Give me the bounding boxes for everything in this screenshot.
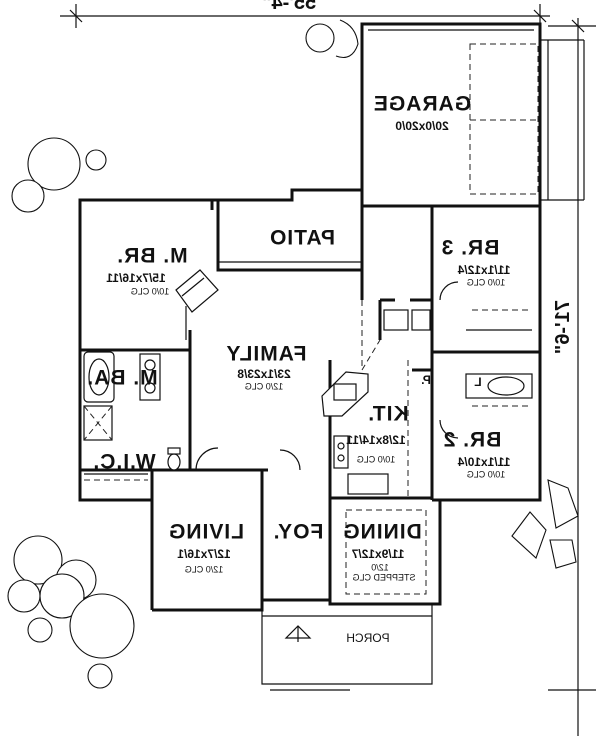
bedroom-2-size: 11/1x10/4 xyxy=(457,455,511,469)
room-label-walkin-closet: W.I.C. xyxy=(92,450,156,474)
bedroom-2-ceiling: 10/0 CLG xyxy=(466,469,506,480)
room-label-garage: GARAGE xyxy=(372,92,472,116)
pantry-label: P. xyxy=(421,373,431,387)
landscape-trees xyxy=(7,19,579,689)
room-label-dining: DINING xyxy=(342,520,422,544)
room-label-master-bedroom: M. BR. xyxy=(116,244,188,268)
dining-stepped-ceiling xyxy=(345,509,427,595)
kitchen-ceiling: 10/0 CLG xyxy=(356,454,396,465)
room-label-family: FAMILY xyxy=(225,342,307,366)
room-label-bedroom-3: BR. 3 xyxy=(440,236,500,260)
dining-ceiling: 12/0 xyxy=(371,562,389,573)
kitchen-size: 12/8x14/11 xyxy=(346,433,406,447)
door-swings xyxy=(195,281,459,471)
fireplace xyxy=(175,269,219,340)
room-label-porch: PORCH xyxy=(346,631,390,645)
room-label-living: LIVING xyxy=(167,520,245,544)
family-ceiling: 12/0 CLG xyxy=(244,381,284,392)
overall-width-dimension: 55'-4" xyxy=(262,0,317,14)
master-bedroom-ceiling: 10/0 CLG xyxy=(130,286,170,297)
overall-depth-dimension: 71'-6" xyxy=(552,300,574,355)
room-label-kitchen: KIT. xyxy=(367,402,409,426)
room-label-foyer: FOY. xyxy=(272,520,324,544)
dining-ceiling-note: STEPPED CLG xyxy=(352,572,416,583)
garage-outline xyxy=(360,22,585,206)
closet-rods xyxy=(465,309,533,407)
dimension-lines xyxy=(60,4,596,736)
bedroom-3-ceiling: 10/0 CLG xyxy=(466,277,506,288)
living-ceiling: 12/0 CLG xyxy=(184,564,224,575)
living-size: 12/7x16/1 xyxy=(177,547,231,561)
kitchen-fixtures xyxy=(321,300,431,496)
garage-size: 20/0x20/0 xyxy=(395,119,449,133)
porch-outline xyxy=(261,604,433,691)
master-bedroom-size: 15/7x16/11 xyxy=(106,271,166,285)
room-label-patio: PATIO xyxy=(268,226,336,250)
room-label-bedroom-2: BR. 2 xyxy=(442,428,502,452)
bedroom-3-size: 11/1x12/4 xyxy=(457,263,511,277)
linen-closet-label: L xyxy=(474,375,482,389)
master-bath-fixtures xyxy=(83,351,181,481)
family-size: 23/1x23/8 xyxy=(237,367,291,381)
room-label-master-bath: M. BA. xyxy=(86,366,158,390)
dining-size: 11/9x12/7 xyxy=(351,547,405,561)
